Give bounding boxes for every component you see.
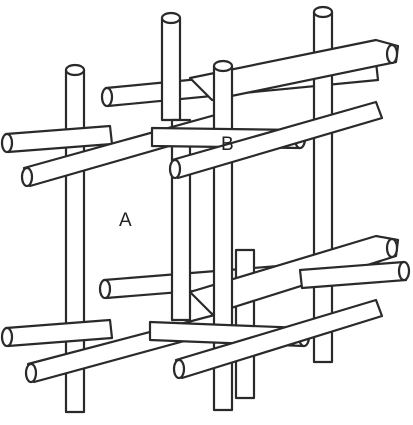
rear-inner-vertical-rod-1 <box>172 120 190 320</box>
front-left-lower-horizontal-rod <box>6 320 112 346</box>
front-left-upper-diagonal-rod-end <box>22 168 32 186</box>
label-b: B <box>221 134 234 155</box>
front-right-upper-diagonal-rod-end <box>170 160 180 178</box>
rear-middle-vertical-rod-top <box>162 13 180 23</box>
rear-lower-diagonal-rod-end <box>387 239 397 257</box>
rear-upper-diagonal-rod-end <box>387 45 397 63</box>
front-right-lower-diagonal-rod-end <box>174 360 184 378</box>
rear-middle-vertical-rod <box>162 18 180 120</box>
rear-lower-horizontal-rod-end <box>100 280 110 298</box>
front-left-upper-horizontal-rod-end <box>2 134 12 152</box>
rear-right-lower-horizontal-rod-end <box>399 262 409 280</box>
rear-right-vertical-rod-top <box>314 7 332 17</box>
front-left-vertical-rod-top <box>66 65 84 75</box>
front-left-lower-diagonal-rod-end <box>26 364 36 382</box>
rear-upper-horizontal-rod-end <box>102 88 112 106</box>
label-a: A <box>119 210 132 231</box>
front-right-vertical-rod-top <box>214 61 232 71</box>
rear-inner-vertical-rod-2 <box>236 250 254 398</box>
front-left-lower-horizontal-rod-end <box>2 328 12 346</box>
